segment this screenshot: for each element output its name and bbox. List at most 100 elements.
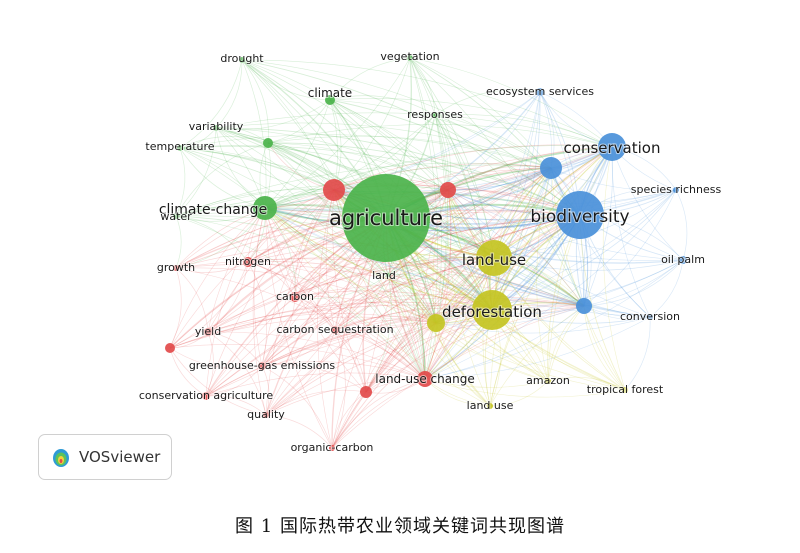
node-climate-change bbox=[253, 196, 277, 220]
node-tropical-forest bbox=[622, 387, 628, 393]
cooccurrence-link bbox=[169, 316, 437, 349]
cooccurrence-link bbox=[334, 257, 495, 331]
cooccurrence-link bbox=[649, 259, 684, 318]
figure-caption: 图 1 国际热带农业领域关键词共现图谱 bbox=[235, 516, 565, 537]
node-hub bbox=[576, 298, 592, 314]
cooccurrence-link bbox=[261, 257, 495, 367]
cooccurrence-link bbox=[547, 305, 585, 382]
cooccurrence-link bbox=[207, 313, 437, 333]
cooccurrence-link bbox=[334, 329, 426, 380]
cooccurrence-link bbox=[264, 207, 426, 380]
cooccurrence-link bbox=[261, 364, 367, 393]
cooccurrence-link bbox=[550, 167, 684, 261]
cooccurrence-link bbox=[207, 331, 263, 367]
cooccurrence-link bbox=[365, 305, 585, 393]
cooccurrence-link bbox=[241, 59, 331, 101]
cooccurrence-link bbox=[179, 147, 335, 191]
node-biodiversity bbox=[556, 191, 604, 239]
cooccurrence-link bbox=[489, 380, 549, 407]
cooccurrence-link bbox=[265, 322, 437, 416]
cooccurrence-link bbox=[329, 99, 581, 216]
cooccurrence-link bbox=[175, 215, 437, 324]
cooccurrence-link bbox=[215, 99, 331, 131]
cooccurrence-link bbox=[175, 189, 335, 269]
cooccurrence-link bbox=[434, 114, 613, 148]
cooccurrence-link bbox=[434, 114, 449, 324]
label-oil-palm: oil palm bbox=[661, 253, 705, 266]
cooccurrence-link bbox=[264, 207, 437, 324]
cooccurrence-link bbox=[247, 189, 335, 263]
cooccurrence-link bbox=[264, 207, 333, 449]
cooccurrence-link bbox=[491, 146, 613, 311]
vosviewer-label: VOSviewer bbox=[79, 448, 161, 466]
cooccurrence-link bbox=[424, 214, 581, 380]
cooccurrence-link bbox=[435, 322, 491, 407]
cooccurrence-link bbox=[205, 331, 214, 397]
cooccurrence-link bbox=[329, 57, 411, 101]
cooccurrence-link bbox=[447, 189, 491, 407]
cooccurrence-link bbox=[435, 189, 452, 324]
cooccurrence-link bbox=[333, 114, 436, 191]
label-conservation: conservation bbox=[564, 139, 661, 157]
cooccurrence-link bbox=[175, 162, 552, 217]
cooccurrence-link bbox=[365, 146, 613, 393]
cooccurrence-link bbox=[334, 167, 552, 331]
vosviewer-logo-icon bbox=[53, 449, 69, 467]
cooccurrence-link bbox=[215, 127, 581, 216]
cooccurrence-link bbox=[179, 147, 437, 324]
cooccurrence-link bbox=[491, 259, 684, 311]
cooccurrence-link bbox=[179, 134, 552, 169]
cooccurrence-link bbox=[207, 331, 267, 416]
cooccurrence-link bbox=[331, 167, 552, 449]
label-water: water bbox=[160, 210, 192, 223]
node-quality bbox=[263, 412, 269, 418]
cooccurrence-link bbox=[547, 376, 626, 391]
cooccurrence-link bbox=[435, 91, 541, 324]
cooccurrence-link bbox=[264, 189, 677, 225]
node-amazon bbox=[545, 378, 551, 384]
cooccurrence-link bbox=[365, 189, 449, 393]
node-temperature bbox=[177, 145, 183, 151]
cooccurrence-link bbox=[169, 257, 495, 349]
cooccurrence-link bbox=[264, 207, 549, 382]
cooccurrence-link bbox=[265, 414, 333, 449]
node-hub bbox=[540, 157, 562, 179]
node-species-richness bbox=[673, 187, 679, 193]
node-layer bbox=[165, 55, 687, 451]
node-responses bbox=[432, 112, 438, 118]
node-land bbox=[386, 273, 390, 277]
cooccurrence-link bbox=[205, 167, 552, 397]
label-species-richness: species richness bbox=[631, 183, 722, 196]
vosviewer-badge: VOSviewer bbox=[38, 434, 172, 480]
cooccurrence-link bbox=[267, 142, 585, 307]
cooccurrence-link bbox=[169, 347, 207, 397]
cooccurrence-link bbox=[331, 146, 613, 449]
cooccurrence-link bbox=[334, 146, 613, 331]
label-climate-change: climate-change bbox=[159, 202, 267, 218]
cooccurrence-link bbox=[547, 305, 585, 382]
cooccurrence-link bbox=[331, 378, 426, 449]
cooccurrence-link bbox=[179, 145, 449, 191]
node-hub bbox=[427, 314, 445, 332]
cooccurrence-link bbox=[247, 261, 426, 380]
cooccurrence-link bbox=[409, 57, 438, 380]
cooccurrence-link bbox=[624, 316, 651, 391]
cooccurrence-link bbox=[550, 167, 585, 307]
cooccurrence-link bbox=[424, 305, 585, 380]
cooccurrence-link bbox=[409, 57, 442, 324]
cooccurrence-link bbox=[675, 189, 688, 261]
node-land-use bbox=[476, 240, 512, 276]
cooccurrence-link bbox=[329, 95, 436, 116]
cooccurrence-link bbox=[550, 167, 677, 191]
cooccurrence-link bbox=[424, 259, 684, 380]
cooccurrence-link bbox=[365, 274, 392, 393]
cooccurrence-link bbox=[294, 296, 437, 324]
cooccurrence-link bbox=[447, 189, 684, 261]
cooccurrence-link bbox=[264, 207, 389, 276]
cooccurrence-link bbox=[169, 189, 335, 349]
node-hub bbox=[323, 179, 345, 201]
label-conservation-agriculture: conservation agriculture bbox=[139, 389, 274, 402]
cooccurrence-link bbox=[333, 57, 411, 191]
cooccurrence-link bbox=[265, 378, 426, 416]
